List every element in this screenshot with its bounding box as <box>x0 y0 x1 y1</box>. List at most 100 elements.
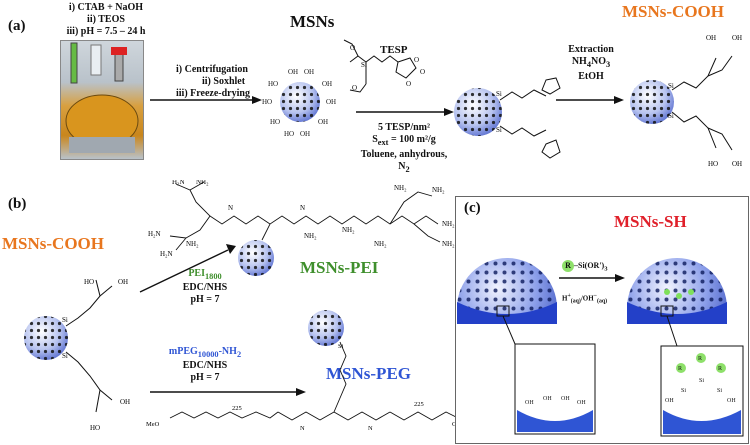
oh-sub: (aq) <box>597 298 608 305</box>
svg-text:OH: OH <box>120 398 130 406</box>
peg-edc: EDC/NHS <box>182 360 228 371</box>
svg-text:OH: OH <box>577 400 586 406</box>
pei-reagent: PEI1800 <box>170 268 240 283</box>
svg-text:NH₂: NH₂ <box>196 180 209 186</box>
r-group-bubble: R <box>562 260 574 272</box>
svg-text:N: N <box>228 204 233 212</box>
pei-ph: pH = 7 <box>190 294 220 305</box>
svg-text:N: N <box>300 204 305 212</box>
tesp-conditions: 5 TESP/nm² Sext = 100 m²/g Toluene, anhy… <box>354 122 454 176</box>
surface-sub: ext <box>377 138 389 147</box>
nh-sub: 4 <box>586 60 591 69</box>
oh-sup: − <box>593 293 597 299</box>
tesp-density: 5 TESP/nm² <box>378 122 430 133</box>
workup-step-3: iii) Freeze-drying <box>176 88 250 99</box>
svg-text:O: O <box>414 56 419 64</box>
tesp-label: TESP <box>380 44 408 56</box>
svg-text:OH: OH <box>561 396 570 402</box>
msns-sh-title: MSNs-SH <box>614 212 687 231</box>
synthesis-step-2: ii) TEOS <box>87 14 125 25</box>
svg-text:N: N <box>368 425 373 432</box>
svg-text:H₂N: H₂N <box>148 230 161 238</box>
svg-text:Si: Si <box>62 316 68 324</box>
svg-text:NH₂: NH₂ <box>186 240 199 248</box>
solvent-text: Toluene, anhydrous, N <box>360 149 448 172</box>
svg-text:Si: Si <box>668 112 674 120</box>
svg-text:OH: OH <box>732 160 742 168</box>
svg-text:NH₂: NH₂ <box>304 232 317 240</box>
surface-s: S <box>372 134 378 145</box>
svg-text:H₂N: H₂N <box>160 250 173 258</box>
svg-text:OH: OH <box>543 396 552 402</box>
solvent: Toluene, anhydrous, N2 <box>354 149 454 176</box>
panel-a-label: (a) <box>8 18 26 34</box>
synthesis-step-1: i) CTAB + NaOH <box>68 2 144 13</box>
svg-text:MeO: MeO <box>146 421 160 428</box>
svg-text:N: N <box>300 425 305 432</box>
svg-text:NH₂: NH₂ <box>442 220 455 228</box>
workup-step-1: i) Centrifugation <box>176 64 248 75</box>
svg-text:O: O <box>406 80 411 88</box>
pei-edc: EDC/NHS <box>182 282 228 293</box>
h-sup: + <box>567 293 571 299</box>
silane-sub: 3 <box>604 265 608 273</box>
svg-text:Si: Si <box>717 388 722 394</box>
extraction-label: Extraction <box>568 44 614 55</box>
svg-text:HO: HO <box>268 80 278 88</box>
panel-b-label: (b) <box>8 196 27 212</box>
silane-text: –Si(OR') <box>574 261 605 270</box>
h-sub: (aq) <box>570 298 581 305</box>
svg-text:HO: HO <box>284 130 294 138</box>
workup-step-2: ii) Soxhlet <box>202 76 246 87</box>
no-sub: 3 <box>606 60 611 69</box>
msns-peg-title: MSNs-PEG <box>326 364 411 383</box>
svg-text:Si: Si <box>681 388 686 394</box>
etoh-label: EtOH <box>578 71 604 82</box>
pei-dendrimer <box>169 181 441 251</box>
msns-title: MSNs <box>290 12 335 31</box>
bare-hemisphere <box>457 258 557 324</box>
solvent-sub: 2 <box>405 165 410 174</box>
no: NO <box>591 56 606 67</box>
svg-text:NH₂: NH₂ <box>342 226 355 234</box>
thiol-hemisphere <box>627 258 727 324</box>
peg-tail-sub: 2 <box>236 350 242 359</box>
peg-sub: 10000 <box>197 350 219 359</box>
nh4no3: NH4NO3 <box>556 56 626 71</box>
pei-text: PEI <box>188 268 205 279</box>
svg-text:O: O <box>350 44 355 52</box>
svg-text:HO: HO <box>708 160 718 168</box>
svg-text:R: R <box>718 366 722 372</box>
arrow-pei <box>139 249 229 293</box>
svg-text:HO: HO <box>270 118 280 126</box>
oh-text: /OH <box>580 294 594 303</box>
peg-text: mPEG <box>168 346 198 357</box>
svg-text:NH₂: NH₂ <box>394 184 407 192</box>
svg-text:OH: OH <box>288 68 298 76</box>
svg-text:OH: OH <box>525 400 534 406</box>
svg-text:R: R <box>678 366 682 372</box>
svg-text:Si: Si <box>496 126 502 134</box>
svg-text:Si: Si <box>699 378 704 384</box>
svg-text:O: O <box>420 68 425 76</box>
h-text: H <box>562 294 568 303</box>
svg-text:O: O <box>352 84 357 92</box>
svg-text:Si: Si <box>496 90 502 98</box>
peg-conditions: EDC/NHS pH = 7 <box>150 360 260 384</box>
flask-drawing <box>65 42 139 153</box>
nh: NH <box>571 56 587 67</box>
msns-cooh-start-title: MSNs-COOH <box>2 234 104 253</box>
peg-reagent: mPEG10000-NH2 <box>150 346 260 361</box>
reaction-flask-photo <box>60 40 144 160</box>
panel-c-label: (c) <box>464 200 481 216</box>
svg-text:OH: OH <box>326 98 336 106</box>
surface-value: = 100 m²/g <box>388 134 436 145</box>
workup-steps: i) Centrifugation ii) Soxhlet iii) Freez… <box>176 64 250 100</box>
svg-text:OH: OH <box>304 68 314 76</box>
svg-text:HO: HO <box>90 424 100 432</box>
